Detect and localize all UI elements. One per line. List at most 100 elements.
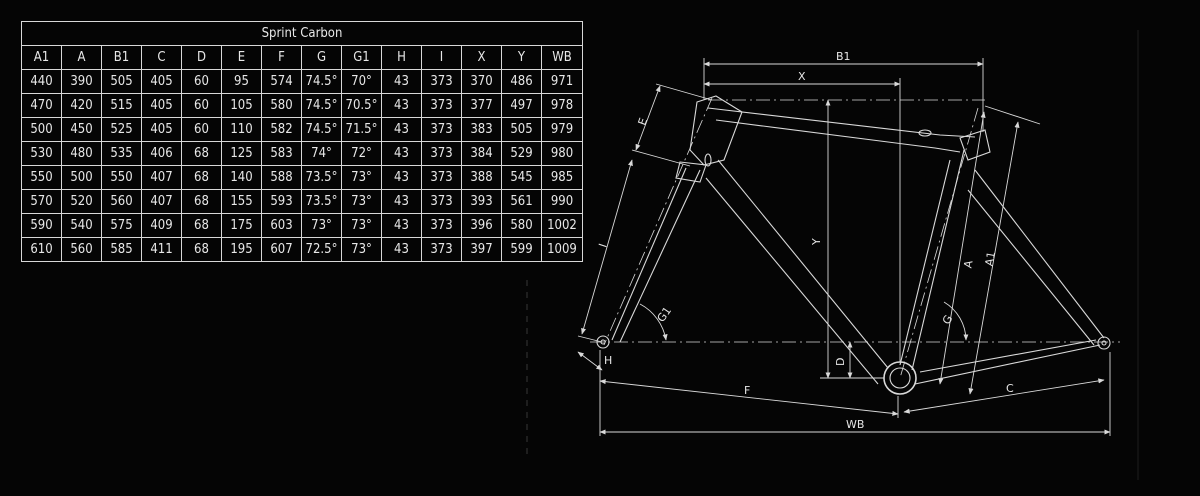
down-tube [717, 159, 889, 369]
table-cell: 43 [381, 213, 422, 238]
table-cell: 525 [101, 117, 142, 142]
e-ext [655, 83, 713, 101]
table-cell: 74.5° [301, 93, 342, 118]
table-cell: 73° [341, 237, 382, 262]
table-cell: 588 [261, 165, 302, 190]
label-a1: A1 [983, 251, 998, 268]
table-cell: 73° [341, 189, 382, 214]
label-a: A [961, 259, 975, 269]
frame-outline [596, 95, 1111, 395]
label-d: D [834, 358, 847, 366]
seat-stay-lower [967, 189, 1095, 346]
down-tube-lower [705, 177, 879, 385]
table-cell: 550 [21, 165, 62, 190]
dimension-labels: B1 X Y D E I H A A1 G G1 F C WB [596, 50, 1014, 431]
table-cell: 500 [61, 165, 102, 190]
table-cell: 68 [181, 141, 222, 166]
table-cell: 1002 [541, 213, 583, 238]
table-cell: 978 [541, 93, 583, 118]
column-header: X [461, 45, 502, 70]
g1-angle-arc [639, 303, 668, 341]
table-cell: 420 [61, 93, 102, 118]
table-cell: 373 [421, 93, 462, 118]
table-cell: 406 [141, 141, 182, 166]
seat-axis-line [899, 107, 979, 379]
dimension-lines [577, 58, 1111, 436]
rear-dropout [1097, 336, 1111, 350]
table-title: Sprint Carbon [21, 21, 583, 46]
fork-blade [611, 167, 687, 341]
column-header: H [381, 45, 422, 70]
label-h: H [604, 354, 612, 367]
table-cell: 607 [261, 237, 302, 262]
head-tube [689, 95, 743, 166]
table-cell: 440 [21, 69, 62, 94]
h-dim [577, 351, 603, 371]
table-cell: 140 [221, 165, 262, 190]
table-cell: 497 [501, 93, 542, 118]
label-e: E [636, 116, 651, 127]
a1-ext [984, 105, 1041, 125]
table-cell: 125 [221, 141, 262, 166]
table-cell: 68 [181, 165, 222, 190]
table-cell: 72° [341, 141, 382, 166]
table-cell: 74° [301, 141, 342, 166]
table-cell: 500 [21, 117, 62, 142]
table-cell: 1009 [541, 237, 583, 262]
column-header: G [301, 45, 342, 70]
column-header: D [181, 45, 222, 70]
table-cell: 68 [181, 213, 222, 238]
table-cell: 980 [541, 141, 583, 166]
rear-axle [1101, 340, 1107, 346]
cable-port [918, 129, 932, 137]
cable-port [704, 153, 712, 167]
label-y: Y [810, 238, 823, 246]
top-tube [707, 107, 976, 138]
table-cell: 68 [181, 189, 222, 214]
column-header: C [141, 45, 182, 70]
table-cell: 505 [501, 117, 542, 142]
table-cell: 95 [221, 69, 262, 94]
label-c: C [1006, 382, 1014, 395]
table-cell: 397 [461, 237, 502, 262]
table-cell: 373 [421, 69, 462, 94]
label-x: X [798, 70, 806, 83]
column-header: WB [541, 45, 583, 70]
table-cell: 60 [181, 69, 222, 94]
label-i: I [596, 242, 609, 249]
label-wb: WB [846, 418, 864, 431]
g-angle-arc [943, 301, 969, 341]
label-g1: G1 [654, 304, 674, 324]
table-cell: 373 [421, 165, 462, 190]
table-cell: 195 [221, 237, 262, 262]
label-g: G [940, 313, 956, 327]
i-dim [581, 159, 633, 335]
table-cell: 610 [21, 237, 62, 262]
e-ext [631, 149, 691, 167]
a1-dim [968, 121, 1020, 395]
table-cell: 515 [101, 93, 142, 118]
table-cell: 560 [61, 237, 102, 262]
fork-crown [675, 161, 707, 183]
column-header: F [261, 45, 302, 70]
table-cell: 70.5° [341, 93, 382, 118]
e-dim [635, 85, 661, 151]
bottom-bracket-inner [889, 367, 911, 389]
table-cell: 405 [141, 93, 182, 118]
table-cell: 110 [221, 117, 262, 142]
table-cell: 405 [141, 117, 182, 142]
table-cell: 570 [21, 189, 62, 214]
table-cell: 407 [141, 189, 182, 214]
a-dim [938, 111, 986, 385]
fork-blade-rear [619, 169, 701, 343]
column-header: A1 [21, 45, 62, 70]
